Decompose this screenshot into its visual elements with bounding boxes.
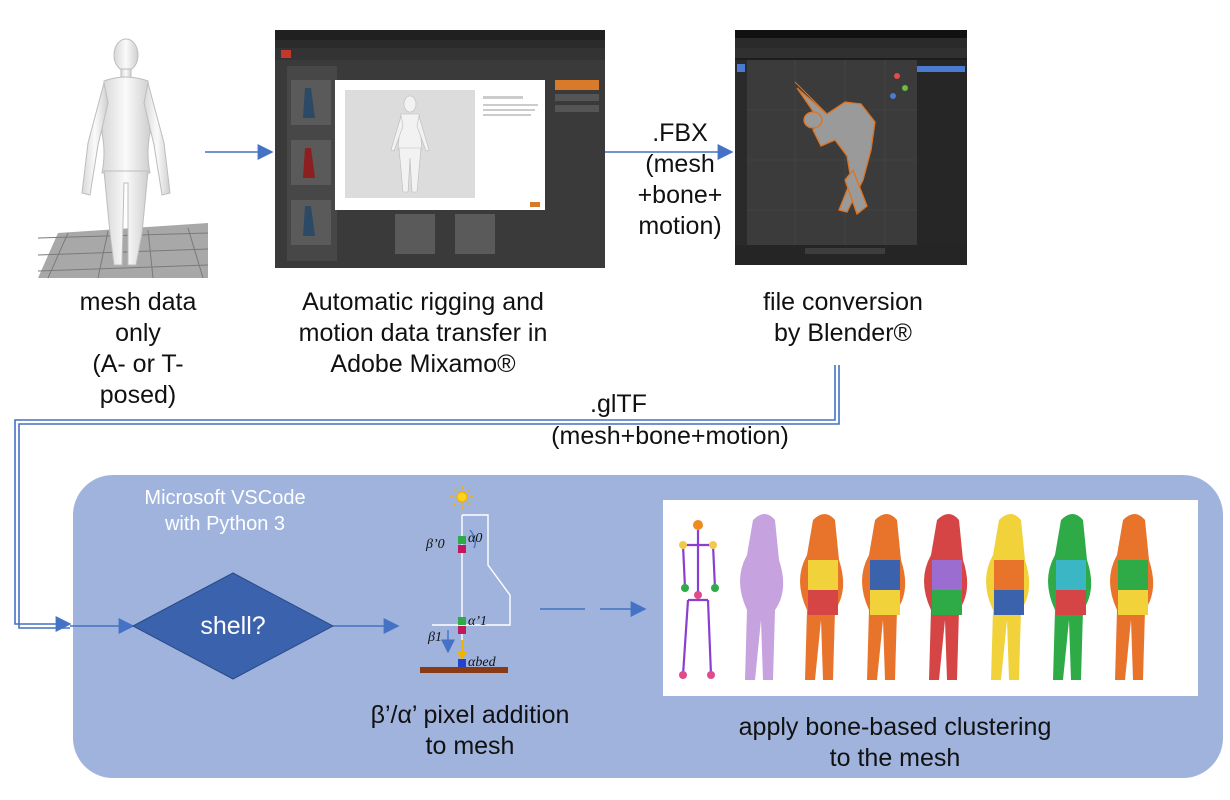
caption-line: motion data transfer in	[298, 319, 548, 347]
caption-line: by Blender®	[774, 319, 912, 347]
caption-line: file conversion	[763, 288, 923, 316]
shell-decision	[131, 572, 335, 680]
caption-line: Adobe Mixamo®	[330, 350, 516, 378]
mixamo-caption: Automatic rigging and motion data transf…	[263, 287, 583, 380]
mesh-image	[38, 38, 208, 278]
caption-line: to the mesh	[829, 744, 961, 772]
fbx-label-line: +bone+	[637, 181, 723, 209]
panel-title-line-1: Microsoft VSCode	[144, 487, 306, 509]
fbx-label-line: .FBX	[652, 119, 708, 147]
blender-screenshot	[735, 30, 967, 265]
beta0-label: β’0	[426, 537, 445, 552]
decision-label: shell?	[200, 612, 266, 640]
caption-line: apply bone-based clustering	[738, 713, 1052, 741]
mesh-figures	[740, 514, 1154, 680]
caption-line: β’/α’ pixel addition	[370, 701, 570, 729]
pixel-addition-diagram	[420, 485, 511, 673]
caption-line: mesh data	[79, 288, 197, 316]
caption-line: (A- or T-	[92, 350, 184, 378]
mesh-caption: mesh data only (A- or T- posed)	[58, 287, 218, 411]
arrow-gltf-route-outer	[14, 365, 836, 632]
floor-grid	[38, 223, 208, 278]
alpha1-label: α’1	[468, 614, 488, 629]
gltf-label: .glTF	[590, 390, 647, 418]
arrow-gltf-route-inner	[18, 365, 840, 629]
pixel-caption: β’/α’ pixel addition to mesh	[345, 700, 595, 762]
clustering-figures	[679, 514, 1154, 680]
gltf-sublabel: (mesh+bone+motion)	[551, 422, 789, 450]
panel-title: Microsoft VSCode with Python 3	[100, 485, 350, 537]
caption-line: posed)	[99, 381, 177, 409]
skeleton-figure	[681, 530, 717, 676]
fbx-label-line: (mesh	[645, 150, 715, 178]
blender-figure	[796, 87, 876, 216]
caption-line: to mesh	[425, 732, 515, 760]
caption-line: only	[115, 319, 161, 347]
fbx-label: .FBX (mesh +bone+ motion)	[625, 118, 735, 242]
clustering-caption: apply bone-based clustering to the mesh	[720, 712, 1070, 774]
beta1-label: β1	[428, 630, 442, 645]
fbx-label-line: motion)	[638, 212, 722, 240]
sun-icon	[450, 485, 474, 509]
mannequin-figure	[81, 38, 171, 266]
alpha0-label: α0	[468, 531, 483, 546]
alphabed-label: αbed	[468, 655, 496, 670]
panel-title-line-2: with Python 3	[164, 513, 286, 535]
caption-line: Automatic rigging and	[302, 288, 544, 316]
blender-caption: file conversion by Blender®	[718, 287, 968, 349]
mixamo-screenshot	[275, 30, 605, 268]
